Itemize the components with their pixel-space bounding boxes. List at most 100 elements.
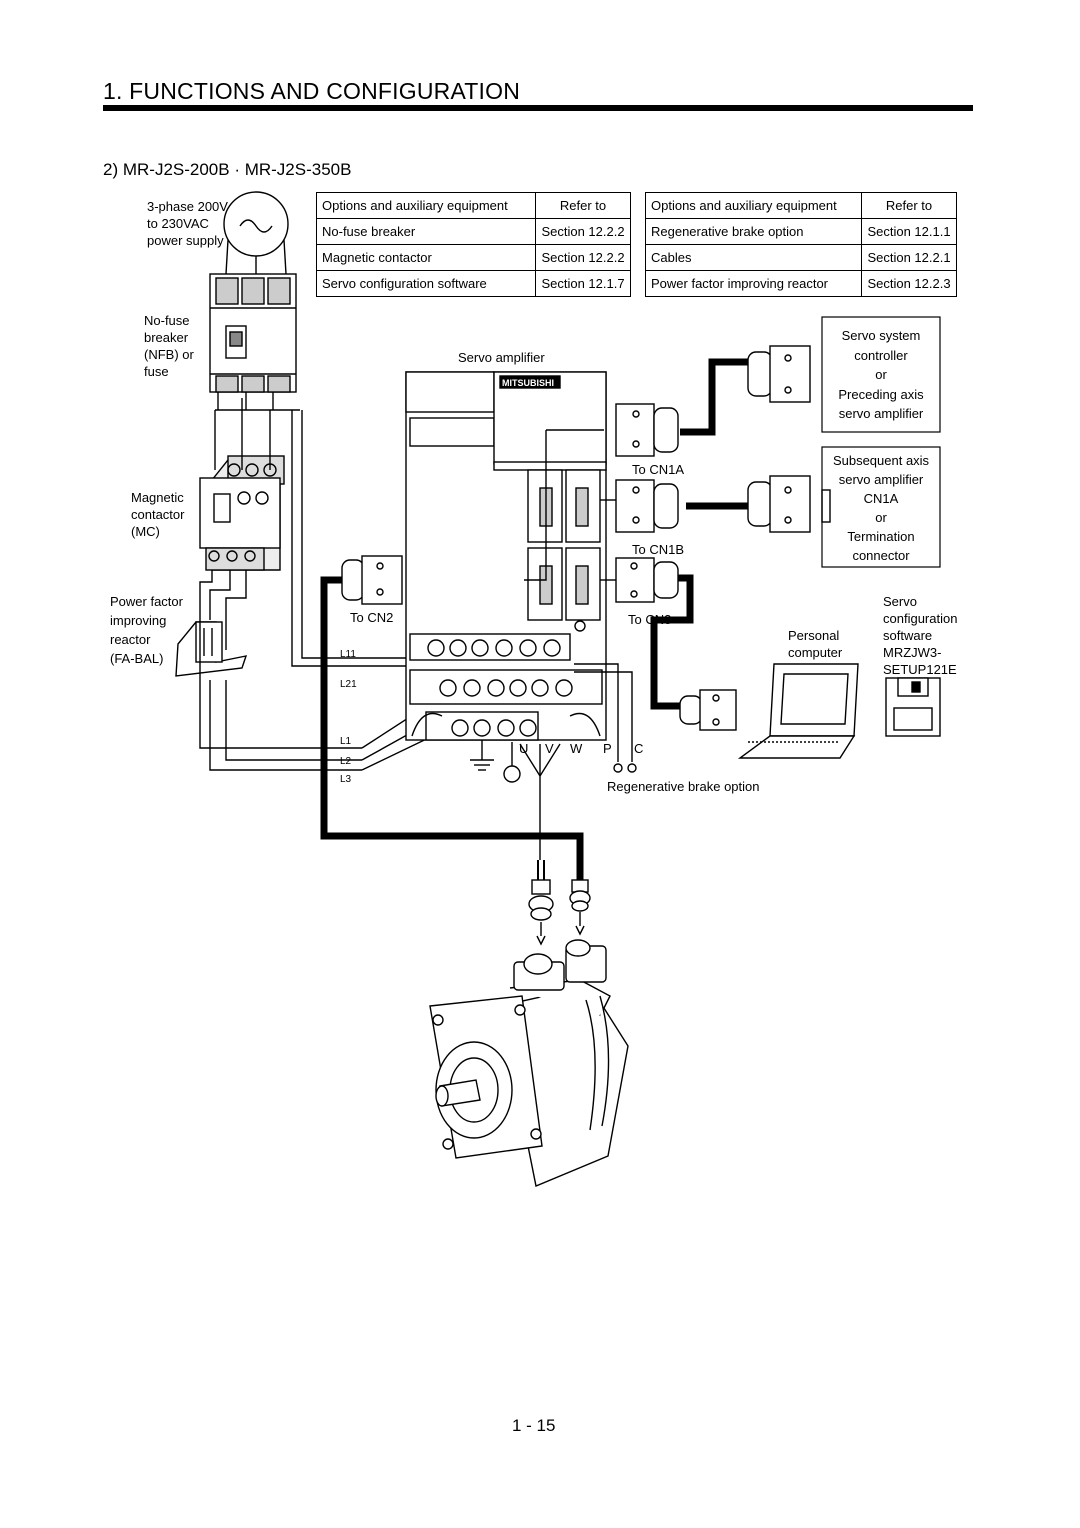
cable-cn1a [680, 358, 748, 436]
table-cell: Section 12.1.7 [535, 270, 631, 297]
mc-label-line: (MC) [131, 524, 160, 539]
terminal-v-label: V [545, 741, 554, 756]
terminal-w-label: W [570, 741, 583, 756]
connector-cn3-plug [615, 557, 679, 603]
terminal-l2-label: L2 [340, 756, 352, 767]
subsequent-label-line: Termination [847, 529, 915, 544]
connector-cn1b-plug [615, 479, 679, 533]
reference-table-right: Options and auxiliary equipment Refer to… [645, 192, 957, 297]
controller-label-line: Servo system [841, 328, 921, 343]
table-row: Cables Section 12.2.1 [645, 244, 957, 271]
to-cn3-label: To CN3 [628, 612, 672, 627]
to-cn1a-label: To CN1A [632, 462, 685, 477]
reactor-icon [175, 621, 248, 677]
table-cell: Magnetic contactor [316, 244, 536, 271]
nfb-label-line: fuse [144, 364, 169, 379]
nfb-label-line: breaker [144, 330, 189, 345]
reactor-label-line: reactor [110, 632, 151, 647]
reference-table-left: Options and auxiliary equipment Refer to… [316, 192, 631, 297]
power-supply-label-line: 3-phase 200V [147, 199, 228, 214]
subsequent-label-line: CN1A [863, 491, 899, 506]
mc-label-line: contactor [131, 507, 185, 522]
power-supply-label-line: to 230VAC [147, 216, 209, 231]
connector-controller-plug [747, 345, 811, 403]
mc-label-line: Magnetic [131, 490, 184, 505]
no-fuse-breaker-icon [209, 273, 297, 393]
controller-box [821, 316, 941, 433]
nfb-label-line: No-fuse [144, 313, 190, 328]
servo-motor-icon [429, 939, 629, 1187]
section-subtitle: 2) MR-J2S-200B · MR-J2S-350B [103, 160, 352, 179]
table-header-row: Options and auxiliary equipment Refer to [316, 192, 631, 219]
table-row: Regenerative brake option Section 12.1.1 [645, 218, 957, 245]
controller-label: Servo system controller or Preceding axi… [822, 326, 940, 424]
reactor-label-line: (FA-BAL) [110, 651, 164, 666]
table-cell: Servo configuration software [316, 270, 536, 297]
terminal-l3-label: L3 [340, 774, 352, 785]
personal-computer-label: Personal computer [788, 627, 842, 661]
table-row: Magnetic contactor Section 12.2.2 [316, 244, 631, 271]
to-cn1b-label: To CN1B [632, 542, 685, 557]
pc-label-line: Personal [788, 628, 840, 643]
nfb-label-line: (NFB) or [144, 347, 194, 362]
pc-label-line: computer [788, 645, 843, 660]
table-row: Power factor improving reactor Section 1… [645, 270, 957, 297]
reactor-label-line: Power factor [110, 594, 183, 609]
table-row: No-fuse breaker Section 12.2.2 [316, 218, 631, 245]
software-label: Servo configuration software MRZJW3- SET… [883, 593, 957, 678]
page-number: 1 - 15 [512, 1416, 556, 1435]
connector-subsequent-plug [747, 475, 831, 533]
magnetic-contactor-label: Magnetic contactor (MC) [131, 489, 184, 540]
cable-cn2-encoder [320, 576, 584, 880]
terminal-p-label: P [603, 741, 612, 756]
software-label-line: SETUP121E [883, 662, 957, 677]
header-rule [103, 105, 973, 111]
table-cell: Section 12.2.2 [535, 218, 631, 245]
subsequent-axis-label: Subsequent axis servo amplifier CN1A or … [822, 451, 940, 565]
power-supply-label-line: power supply [147, 233, 224, 248]
controller-label-line: controller [854, 347, 908, 363]
subsequent-label-line: or [875, 510, 887, 525]
table-header-row: Options and auxiliary equipment Refer to [645, 192, 957, 219]
software-label-line: configuration [883, 611, 958, 626]
terminal-l21-label: L21 [340, 679, 357, 690]
terminal-screws-top [427, 639, 561, 657]
floppy-disk-icon [885, 677, 941, 737]
ac-source-icon [223, 191, 289, 275]
motor-power-gland-icon [528, 879, 554, 946]
motor-encoder-gland-icon [569, 879, 591, 936]
laptop-icon [737, 663, 859, 759]
reactor-label-line: improving [110, 613, 167, 628]
cable-cn3 [650, 574, 696, 710]
table-cell: Section 12.2.2 [535, 244, 631, 271]
servo-amplifier-label: Servo amplifier [458, 350, 545, 365]
subsequent-label-line: servo amplifier [838, 472, 924, 487]
power-supply-label: 3-phase 200V to 230VAC power supply [147, 198, 228, 249]
brand-label: MITSUBISHI [502, 378, 555, 388]
magnetic-contactor-icon [199, 455, 285, 571]
software-label-line: Servo [883, 594, 917, 609]
table-row: Servo configuration software Section 12.… [316, 270, 631, 297]
nfb-label: No-fuse breaker (NFB) or fuse [144, 312, 194, 380]
subsequent-label-line: Subsequent axis [832, 453, 930, 468]
subsequent-axis-box [821, 446, 941, 568]
reactor-label: Power factor improving reactor (FA-BAL) [110, 592, 183, 668]
software-label-line: software [883, 628, 933, 643]
controller-label-line: or [875, 367, 887, 382]
terminal-c-label: C [634, 741, 644, 756]
table-header-cell: Options and auxiliary equipment [316, 192, 536, 219]
software-label-line: MRZJW3- [883, 645, 942, 660]
subsequent-label-line: connector [852, 548, 910, 563]
connector-cn1a-plug [615, 403, 679, 457]
terminal-u-label: U [519, 741, 529, 756]
terminal-screws-mid [439, 679, 573, 697]
to-cn2-label: To CN2 [350, 610, 394, 625]
terminal-l11-label: L11 [340, 649, 356, 660]
controller-label-line: Preceding axis [838, 386, 924, 402]
regenerative-brake-label: Regenerative brake option [607, 779, 760, 794]
page-header-title: 1. FUNCTIONS AND CONFIGURATION [103, 78, 521, 104]
controller-label-line: servo amplifier [838, 406, 924, 421]
table-header-cell: Options and auxiliary equipment [645, 192, 862, 219]
table-cell: Section 12.1.1 [861, 218, 957, 245]
